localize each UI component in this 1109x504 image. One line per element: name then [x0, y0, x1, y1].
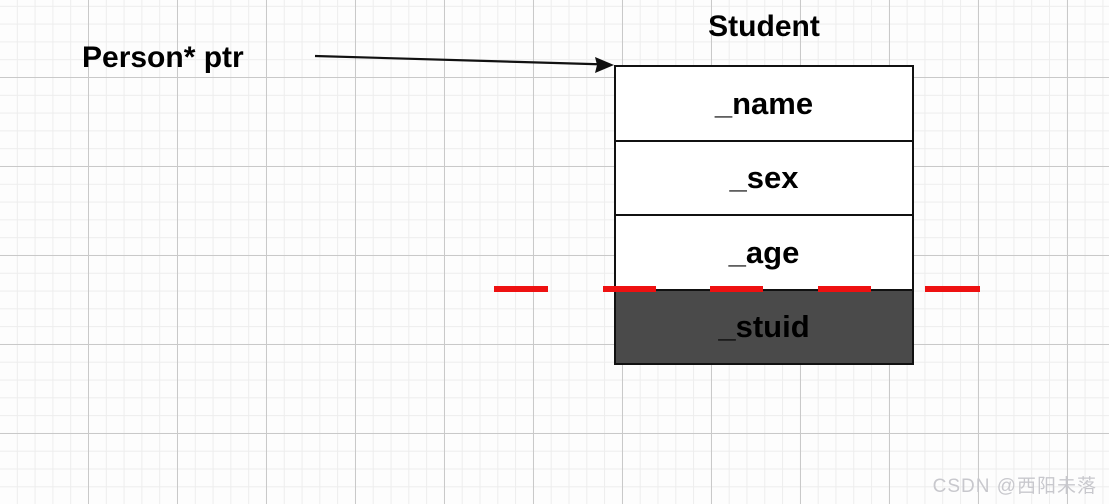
watermark: CSDN @西阳未落: [932, 476, 1097, 498]
class-box: _name _sex _age _stuid: [614, 65, 914, 365]
field-label: _age: [728, 234, 800, 270]
field-row: _age: [616, 216, 912, 291]
field-row: _sex: [616, 141, 912, 216]
field-row: _stuid: [616, 290, 912, 363]
pointer-label: Person* ptr: [82, 41, 244, 74]
field-label: _name: [714, 85, 814, 121]
field-label: _stuid: [718, 309, 810, 345]
field-label: _sex: [729, 160, 799, 196]
field-row: _name: [616, 67, 912, 142]
class-title: Student: [708, 10, 820, 43]
